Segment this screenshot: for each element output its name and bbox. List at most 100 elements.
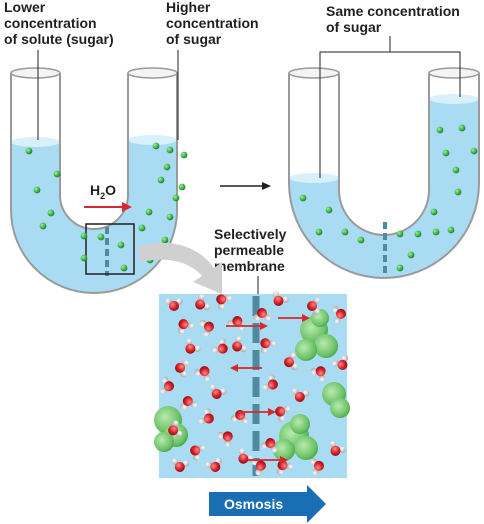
sugar-molecule	[396, 230, 404, 238]
water-molecule	[307, 297, 320, 315]
sugar-molecule	[454, 188, 462, 196]
label-same-concentration: Same concentration of sugar	[326, 3, 460, 35]
water-surface-after-left	[289, 173, 339, 183]
water-molecule	[263, 374, 278, 391]
sugar-molecule	[315, 228, 323, 236]
tube-water-before	[11, 140, 177, 293]
sugar-molecule	[39, 222, 47, 230]
sugar-molecule	[138, 224, 146, 232]
tube-rim-after-left	[288, 67, 340, 79]
sugar-molecule	[161, 236, 169, 244]
sugar-blob-mid-right	[322, 382, 350, 418]
water-molecule	[291, 388, 310, 402]
sugar-molecule	[80, 232, 88, 240]
osmosis-arrow	[209, 485, 326, 523]
sugar-blob-bottom-right	[273, 414, 318, 461]
sugar-molecule	[80, 254, 88, 262]
water-molecule	[260, 438, 278, 453]
label-membrane: Selectively permeable membrane	[214, 226, 287, 274]
water-molecule	[190, 444, 205, 461]
tube-rim-left	[10, 67, 61, 79]
label-higher-concentration: Higher concentration of sugar	[166, 0, 259, 47]
label-water: H2O	[90, 182, 117, 201]
water-molecule	[251, 458, 266, 476]
sugar-molecule	[166, 213, 174, 221]
water-molecule	[185, 338, 201, 354]
tube-water-after	[289, 99, 479, 278]
sugar-molecule	[178, 183, 186, 191]
water-molecule	[310, 366, 326, 382]
sugar-molecule	[172, 194, 180, 202]
transition-arrow	[220, 182, 271, 190]
sugar-molecule	[436, 126, 444, 134]
water-molecule	[209, 384, 227, 399]
water-molecule	[260, 338, 276, 354]
sugar-molecule	[458, 124, 466, 132]
sugar-molecule	[414, 230, 422, 238]
sugar-molecule	[47, 209, 55, 217]
sugar-molecule	[152, 142, 160, 150]
u-tube-before	[10, 67, 178, 294]
sugar-molecule	[407, 251, 415, 259]
water-molecule	[332, 355, 349, 370]
water-molecule	[179, 396, 198, 410]
water-molecule	[177, 319, 194, 334]
sugar-molecule	[396, 264, 404, 272]
zoom-box	[85, 223, 135, 275]
sugar-molecule	[33, 186, 41, 194]
sugar-molecule	[452, 166, 460, 174]
label-lower-concentration: Lower concentration of solute (sugar)	[4, 0, 114, 47]
sugar-molecule	[145, 208, 153, 216]
water-molecule	[199, 408, 214, 425]
water-flow-arrow	[84, 202, 132, 212]
water-molecule	[310, 457, 324, 476]
sugar-molecule	[166, 146, 174, 154]
water-molecule	[329, 441, 346, 456]
sugar-molecule	[180, 151, 188, 159]
water-molecule	[212, 338, 228, 354]
sugar-molecule	[97, 233, 105, 241]
sugar-molecule	[299, 194, 307, 202]
water-molecule	[216, 294, 232, 310]
tube-rim-right	[127, 67, 178, 79]
tube-rim-after-right	[428, 67, 480, 79]
water-molecule	[171, 458, 190, 472]
water-molecule	[175, 359, 189, 378]
sugar-molecule	[432, 228, 440, 236]
magnified-membrane-view	[154, 291, 350, 478]
water-molecule	[195, 294, 210, 311]
sugar-molecule	[470, 147, 478, 155]
osmosis-label: Osmosis	[224, 496, 284, 512]
water-molecule	[205, 457, 223, 472]
water-molecules	[160, 291, 349, 476]
sugar-molecule	[341, 228, 349, 236]
water-molecule	[199, 319, 214, 337]
sugar-molecule	[120, 264, 128, 272]
sugar-molecule	[117, 241, 125, 249]
water-molecule	[232, 336, 247, 353]
zoom-arrow	[138, 242, 222, 294]
sugar-molecule	[357, 236, 365, 244]
water-molecule	[272, 291, 289, 306]
inset-water-arrows	[226, 314, 310, 464]
water-molecule	[168, 420, 183, 438]
sugar-blob-top-right	[295, 309, 338, 361]
water-molecule	[332, 305, 346, 324]
water-molecule	[275, 405, 290, 422]
sugar-molecule	[25, 147, 33, 155]
sugar-molecule	[447, 226, 455, 234]
sugar-molecule	[325, 206, 333, 214]
water-molecule	[194, 366, 211, 381]
sugar-molecule	[430, 208, 438, 216]
water-molecule	[227, 316, 245, 331]
water-surface-right	[128, 135, 177, 145]
sugar-molecule	[53, 170, 61, 178]
sugar-molecule	[163, 163, 171, 171]
water-molecule	[217, 431, 233, 447]
sugar-molecule	[157, 176, 165, 184]
water-surface-left	[11, 137, 60, 147]
water-molecule	[165, 298, 183, 311]
water-molecule	[160, 376, 174, 395]
sugar-molecule	[442, 149, 450, 157]
u-tube-after	[288, 67, 480, 279]
